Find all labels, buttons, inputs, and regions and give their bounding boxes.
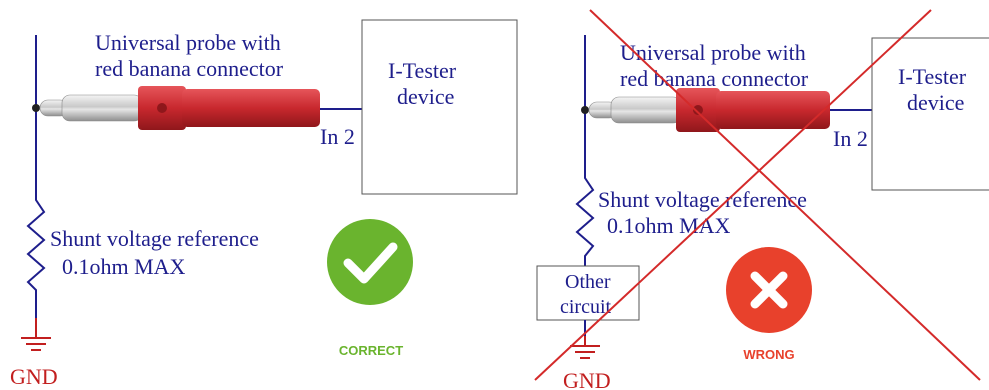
shunt-label-line2: 0.1ohm MAX bbox=[62, 254, 186, 279]
shunt-label-line1: Shunt voltage reference bbox=[50, 226, 259, 251]
input-label: In 2 bbox=[320, 124, 355, 149]
other-circuit-box bbox=[536, 265, 640, 321]
wrong-label: WRONG bbox=[743, 347, 794, 362]
ground-symbol bbox=[570, 336, 600, 359]
ground-label: GND bbox=[10, 364, 58, 389]
probe-label-line2: red banana connector bbox=[95, 56, 284, 81]
correct-panel: Universal probe with red banana connecto… bbox=[10, 19, 518, 389]
device-box bbox=[871, 37, 989, 191]
device-label-line2: device bbox=[907, 90, 964, 115]
correct-circle bbox=[327, 219, 413, 305]
probe-label-line2: red banana connector bbox=[620, 66, 809, 91]
shunt-label-line1: Shunt voltage reference bbox=[598, 187, 807, 212]
device-label-line1: I-Tester bbox=[898, 64, 967, 89]
banana-probe bbox=[39, 86, 320, 130]
shunt-label-line2: 0.1ohm MAX bbox=[607, 213, 731, 238]
probe-contact-point bbox=[32, 104, 40, 112]
check-icon bbox=[343, 242, 398, 284]
input-label: In 2 bbox=[833, 126, 868, 151]
device-label-line2: device bbox=[397, 84, 454, 109]
probe-label-line1: Universal probe with bbox=[95, 30, 281, 55]
banana-probe bbox=[588, 88, 830, 132]
correct-badge: CORRECT bbox=[327, 219, 413, 358]
probe-label-line1: Universal probe with bbox=[620, 40, 806, 65]
shunt-resistor bbox=[26, 192, 46, 318]
correct-label: CORRECT bbox=[339, 343, 403, 358]
ground-symbol bbox=[21, 318, 51, 351]
strike-through-cross bbox=[534, 9, 981, 381]
shunt-resistor bbox=[575, 172, 595, 266]
device-box bbox=[361, 19, 518, 195]
wrong-panel: Universal probe with red banana connecto… bbox=[534, 9, 989, 390]
ground-label: GND bbox=[563, 368, 611, 390]
probe-contact-point bbox=[581, 106, 589, 114]
other-circuit-line1: Other bbox=[565, 271, 611, 293]
other-circuit-line2: circuit bbox=[560, 296, 612, 318]
cross-icon bbox=[750, 271, 788, 309]
device-label-line1: I-Tester bbox=[388, 58, 457, 83]
wrong-badge: WRONG bbox=[726, 247, 812, 362]
